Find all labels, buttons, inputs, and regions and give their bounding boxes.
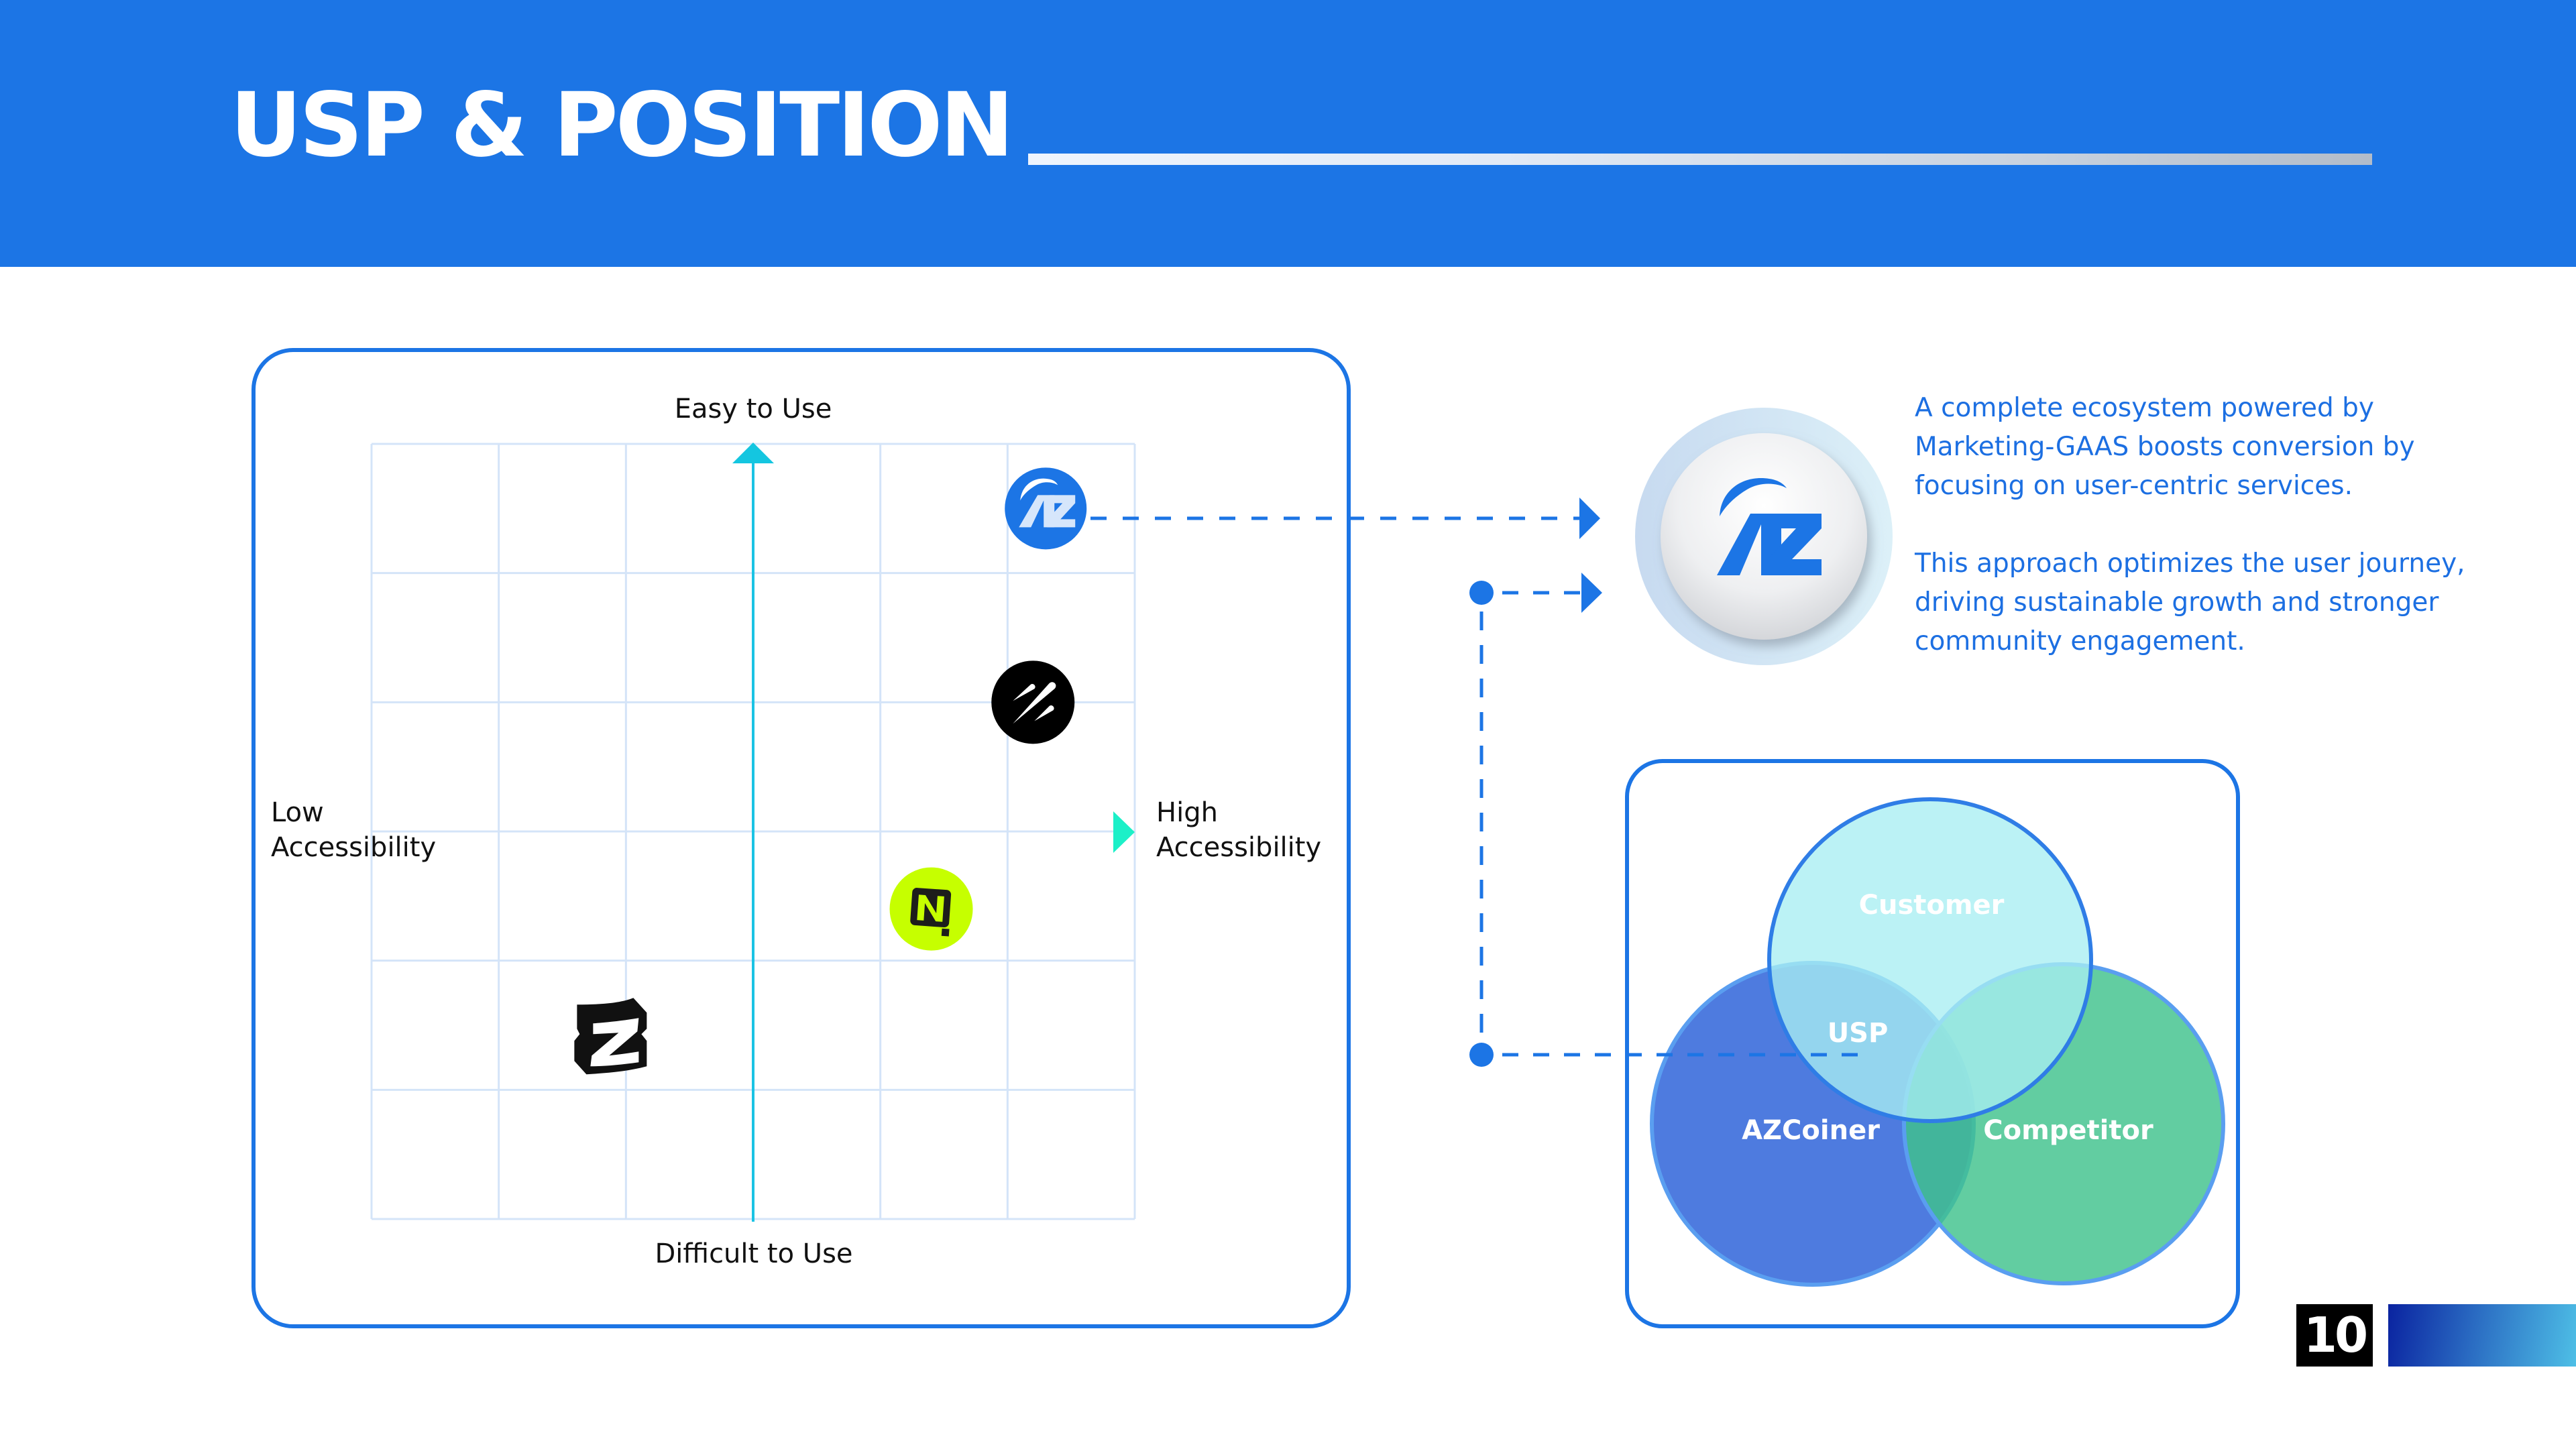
x-axis-right-label-line1: High bbox=[1156, 797, 1218, 828]
page-title: USP & POSITION bbox=[230, 74, 1014, 177]
az-logo-icon bbox=[1005, 467, 1087, 550]
x-axis-right-label-line2: Accessibility bbox=[1156, 832, 1322, 863]
x-axis-left-label-line2: Accessibility bbox=[271, 832, 437, 863]
venn-label-azcoiner: AZCoiner bbox=[1742, 1115, 1880, 1146]
venn-circle-customer bbox=[1767, 797, 2093, 1123]
x-axis-left-label: Low Accessibility bbox=[271, 795, 436, 865]
x-axis-left-label-line1: Low bbox=[271, 797, 324, 828]
brand-markers bbox=[574, 467, 1087, 1075]
positioning-map-panel bbox=[251, 348, 1351, 1328]
connector-arrowhead-middle bbox=[1581, 573, 1602, 613]
venn-diagram bbox=[1650, 797, 2225, 1287]
connector-arrowhead-top bbox=[1579, 498, 1600, 539]
z-block-logo-icon bbox=[574, 998, 647, 1075]
footer-gradient-bar bbox=[2388, 1304, 2576, 1367]
y-axis-top-label: Easy to Use bbox=[674, 394, 832, 424]
az-logo-icon bbox=[1717, 478, 1822, 575]
n-exclaim-logo-icon bbox=[889, 867, 973, 951]
venn-label-usp: USP bbox=[1827, 1018, 1889, 1049]
connector-dot-lower bbox=[1469, 1043, 1494, 1067]
connector-dot-upper bbox=[1469, 581, 1494, 605]
y-axis-bottom-label: Difficult to Use bbox=[655, 1238, 853, 1269]
featured-az-logo bbox=[1635, 408, 1893, 665]
header-banner bbox=[0, 0, 2576, 267]
y-axis-arrowhead bbox=[732, 443, 774, 463]
venn-label-customer: Customer bbox=[1858, 890, 2005, 921]
x-axis-right-label: High Accessibility bbox=[1156, 795, 1321, 865]
page-number: 10 bbox=[2296, 1304, 2373, 1367]
venn-label-competitor: Competitor bbox=[1983, 1115, 2153, 1146]
description-paragraph-1: A complete ecosystem powered by Marketin… bbox=[1915, 393, 2415, 501]
x-axis-arrowhead bbox=[1113, 811, 1135, 853]
title-underline bbox=[1028, 154, 2372, 165]
venn-panel bbox=[1625, 759, 2240, 1328]
description-paragraph-2: This approach optimizes the user journey… bbox=[1915, 548, 2465, 656]
description-text: A complete ecosystem powered by Marketin… bbox=[1915, 389, 2491, 661]
slash-marks-logo-icon bbox=[991, 660, 1075, 744]
